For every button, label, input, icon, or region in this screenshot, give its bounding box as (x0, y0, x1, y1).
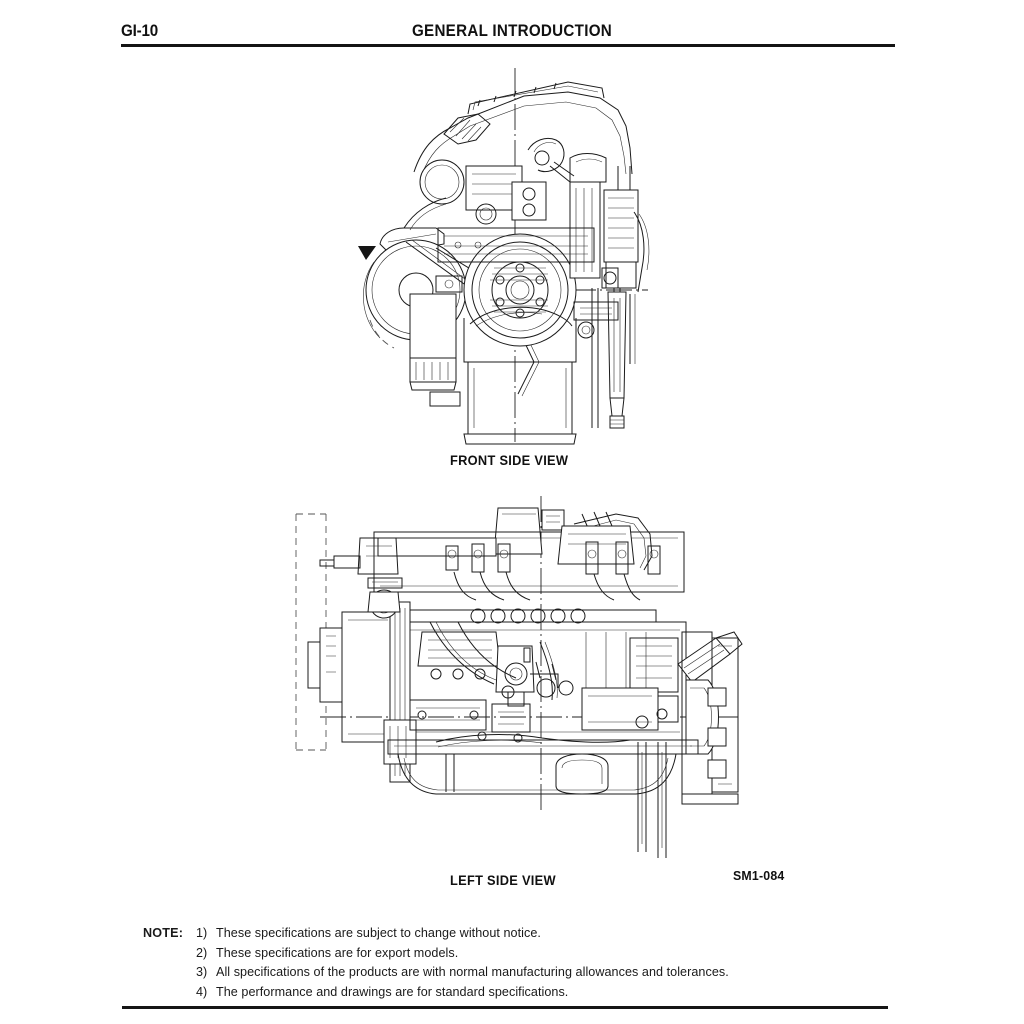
note-number: 2) (196, 945, 208, 960)
page-number: GI-10 (121, 22, 159, 40)
footer-rule (122, 1006, 888, 1009)
figure-front-side-view (318, 62, 708, 450)
note-text: These specifications are subject to chan… (216, 926, 541, 940)
note-item: 4) The performance and drawings are for … (143, 983, 903, 1003)
note-item: NOTE: 1) These specifications are subjec… (143, 924, 903, 944)
note-text: The performance and drawings are for sta… (216, 985, 569, 1000)
figure-left-side-view (286, 492, 756, 864)
notes-label: NOTE: (143, 926, 184, 940)
notes-block: NOTE: 1) These specifications are subjec… (143, 924, 903, 1003)
page-header: GI-10 GENERAL INTRODUCTION (0, 0, 1024, 52)
header-rule (121, 44, 895, 47)
note-number: 3) (196, 965, 208, 980)
note-item: 2) These specifications are for export m… (143, 944, 903, 964)
note-number: 4) (196, 985, 208, 1000)
engine-front-view-drawing (358, 68, 650, 445)
figure-caption-left: LEFT SIDE VIEW (450, 873, 556, 888)
figure-caption-front: FRONT SIDE VIEW (450, 453, 569, 468)
note-text: All specifications of the products are w… (216, 965, 729, 980)
page-title: GENERAL INTRODUCTION (411, 22, 613, 40)
engine-left-view-drawing (295, 496, 743, 858)
figure-reference-code: SM1-084 (733, 868, 785, 883)
note-text: These specifications are for export mode… (216, 945, 459, 960)
note-item: 3) All specifications of the products ar… (143, 963, 903, 983)
note-number: 1) (196, 926, 208, 940)
